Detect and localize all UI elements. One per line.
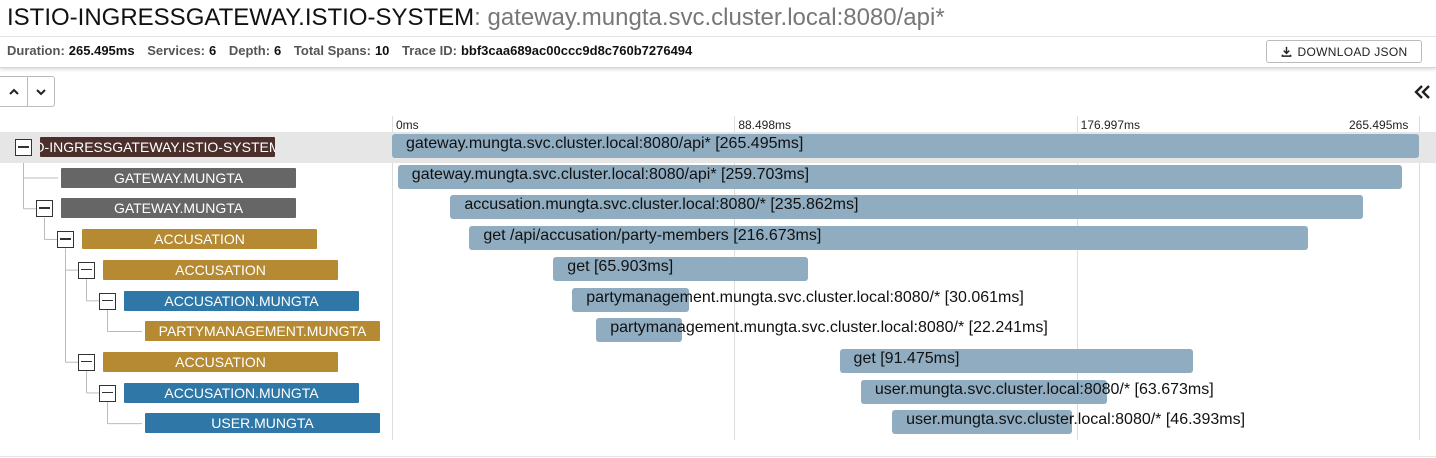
span-row[interactable]: ACCUSATION.MUNGTA partymanagement.mungta.… xyxy=(0,286,1436,317)
collapse-toggle-icon[interactable] xyxy=(36,200,53,218)
span-row[interactable]: ACCUSATION get [65.903ms] xyxy=(0,255,1436,286)
span-duration-bar[interactable] xyxy=(469,226,1308,251)
duration-label: Duration: xyxy=(7,43,65,58)
trace-header: ISTIO-INGRESSGATEWAY.ISTIO-SYSTEM: gatew… xyxy=(0,0,1436,68)
depth-label: Depth: xyxy=(228,43,271,58)
span-duration-bar[interactable] xyxy=(450,195,1363,220)
collapse-toggle-icon[interactable] xyxy=(15,139,32,156)
next-span-button[interactable] xyxy=(27,77,54,106)
span-service-label[interactable]: ACCUSATION xyxy=(82,229,317,250)
collapse-toggle-icon[interactable] xyxy=(78,261,95,279)
span-duration-bar[interactable] xyxy=(553,256,809,281)
span-operation-label: gateway.mungta.svc.cluster.local:8080/ap… xyxy=(406,135,804,152)
span-service-label[interactable]: ACCUSATION.MUNGTA xyxy=(124,290,359,311)
collapse-toggle-icon[interactable] xyxy=(78,353,95,371)
span-service-label[interactable]: ACCUSATION.MUNGTA xyxy=(124,382,359,403)
span-row[interactable]: USER.MUNGTA user.mungta.svc.cluster.local… xyxy=(0,408,1436,439)
trace-title: ISTIO-INGRESSGATEWAY.ISTIO-SYSTEM: gatew… xyxy=(7,4,945,32)
span-duration-bar[interactable] xyxy=(596,318,683,343)
timeline-gridline xyxy=(1076,116,1078,440)
span-operation-label: partymanagement.mungta.svc.cluster.local… xyxy=(586,288,1024,306)
span-service-label[interactable]: PARTYMANAGEMENT.MUNGTA xyxy=(145,321,380,342)
trace-meta: Duration:265.495ms Services:6 Depth:6 To… xyxy=(7,43,701,58)
span-service-label[interactable]: USER.MUNGTA xyxy=(145,413,380,434)
span-duration-bar[interactable] xyxy=(860,379,1108,404)
span-service-label[interactable]: ISTIO-INGRESSGATEWAY.ISTIO-SYSTEM xyxy=(40,137,275,157)
span-operation-label: user.mungta.svc.cluster.local:8080/* [63… xyxy=(874,380,1214,398)
span-row[interactable]: PARTYMANAGEMENT.MUNGTA partymanagement.mu… xyxy=(0,316,1436,347)
span-service-label[interactable]: ACCUSATION xyxy=(103,259,338,280)
collapse-toggle-icon[interactable] xyxy=(99,292,116,310)
span-operation-label: gateway.mungta.svc.cluster.local:8080/ap… xyxy=(411,165,810,183)
span-navigation xyxy=(0,76,55,107)
total-spans-label: Total Spans: xyxy=(293,43,371,58)
collapse-toggle-icon[interactable] xyxy=(57,231,74,249)
timeline-tick-label: 265.495ms xyxy=(1349,118,1409,132)
span-operation-label: get [91.475ms] xyxy=(853,349,960,367)
services-value: 6 xyxy=(209,43,217,58)
timeline-tick-label: 176.997ms xyxy=(1080,118,1141,132)
span-service-label[interactable]: GATEWAY.MUNGTA xyxy=(61,198,296,219)
collapse-toggle-icon[interactable] xyxy=(99,384,116,402)
span-duration-bar[interactable] xyxy=(392,134,1419,158)
span-operation-label: accusation.mungta.svc.cluster.local:8080… xyxy=(464,196,859,214)
span-operation-label: partymanagement.mungta.svc.cluster.local… xyxy=(610,319,1048,337)
chevron-up-icon xyxy=(8,88,19,95)
timeline-tick-label: 88.498ms xyxy=(738,118,792,132)
duration-value: 265.495ms xyxy=(68,43,135,58)
download-icon xyxy=(1281,46,1291,57)
span-row[interactable]: GATEWAY.MUNGTA gateway.mungta.svc.cluster… xyxy=(0,163,1436,194)
span-operation-label: user.mungta.svc.cluster.local:8080/* [46… xyxy=(906,411,1246,429)
depth-value: 6 xyxy=(274,43,282,58)
trace-id-label: Trace ID: xyxy=(402,43,457,58)
span-duration-bar[interactable] xyxy=(397,164,1403,189)
span-operation-label: get [65.903ms] xyxy=(567,257,674,275)
span-row[interactable]: ISTIO-INGRESSGATEWAY.ISTIO-SYSTEM gateway… xyxy=(0,132,1436,163)
trace-title-separator: : xyxy=(474,4,488,31)
download-json-button[interactable]: DOWNLOAD JSON xyxy=(1266,40,1422,63)
total-spans-value: 10 xyxy=(374,43,390,58)
span-operation-label: get /api/accusation/party-members [216.6… xyxy=(483,227,822,245)
services-label: Services: xyxy=(147,43,206,58)
timeline-tick-label: 0ms xyxy=(396,118,419,132)
span-row[interactable]: ACCUSATION.MUNGTA user.mungta.svc.cluster… xyxy=(0,378,1436,409)
trace-root-service: ISTIO-INGRESSGATEWAY.ISTIO-SYSTEM xyxy=(7,4,475,31)
span-duration-bar[interactable] xyxy=(839,348,1194,373)
trace-root-operation: gateway.mungta.svc.cluster.local:8080/ap… xyxy=(487,4,945,31)
download-json-label: DOWNLOAD JSON xyxy=(1297,44,1408,59)
span-row[interactable]: GATEWAY.MUNGTA accusation.mungta.svc.clus… xyxy=(0,193,1436,224)
previous-span-button[interactable] xyxy=(0,77,27,106)
span-row[interactable]: ACCUSATION get /api/accusation/party-memb… xyxy=(0,224,1436,255)
trace-id-value: bbf3caa689ac00ccc9d8c760b7276494 xyxy=(460,43,693,58)
bottom-divider xyxy=(0,456,1436,457)
span-duration-bar[interactable] xyxy=(572,287,689,312)
header-divider xyxy=(0,36,1436,37)
timeline-gridline xyxy=(1419,116,1420,440)
double-chevron-left-icon[interactable] xyxy=(1413,82,1433,102)
chevron-down-icon xyxy=(36,88,46,95)
span-service-label[interactable]: ACCUSATION xyxy=(103,351,338,372)
span-duration-bar[interactable] xyxy=(892,410,1072,435)
timeline-gridline xyxy=(392,116,393,440)
span-row[interactable]: ACCUSATION get [91.475ms] xyxy=(0,347,1436,378)
span-service-label[interactable]: GATEWAY.MUNGTA xyxy=(61,167,296,188)
